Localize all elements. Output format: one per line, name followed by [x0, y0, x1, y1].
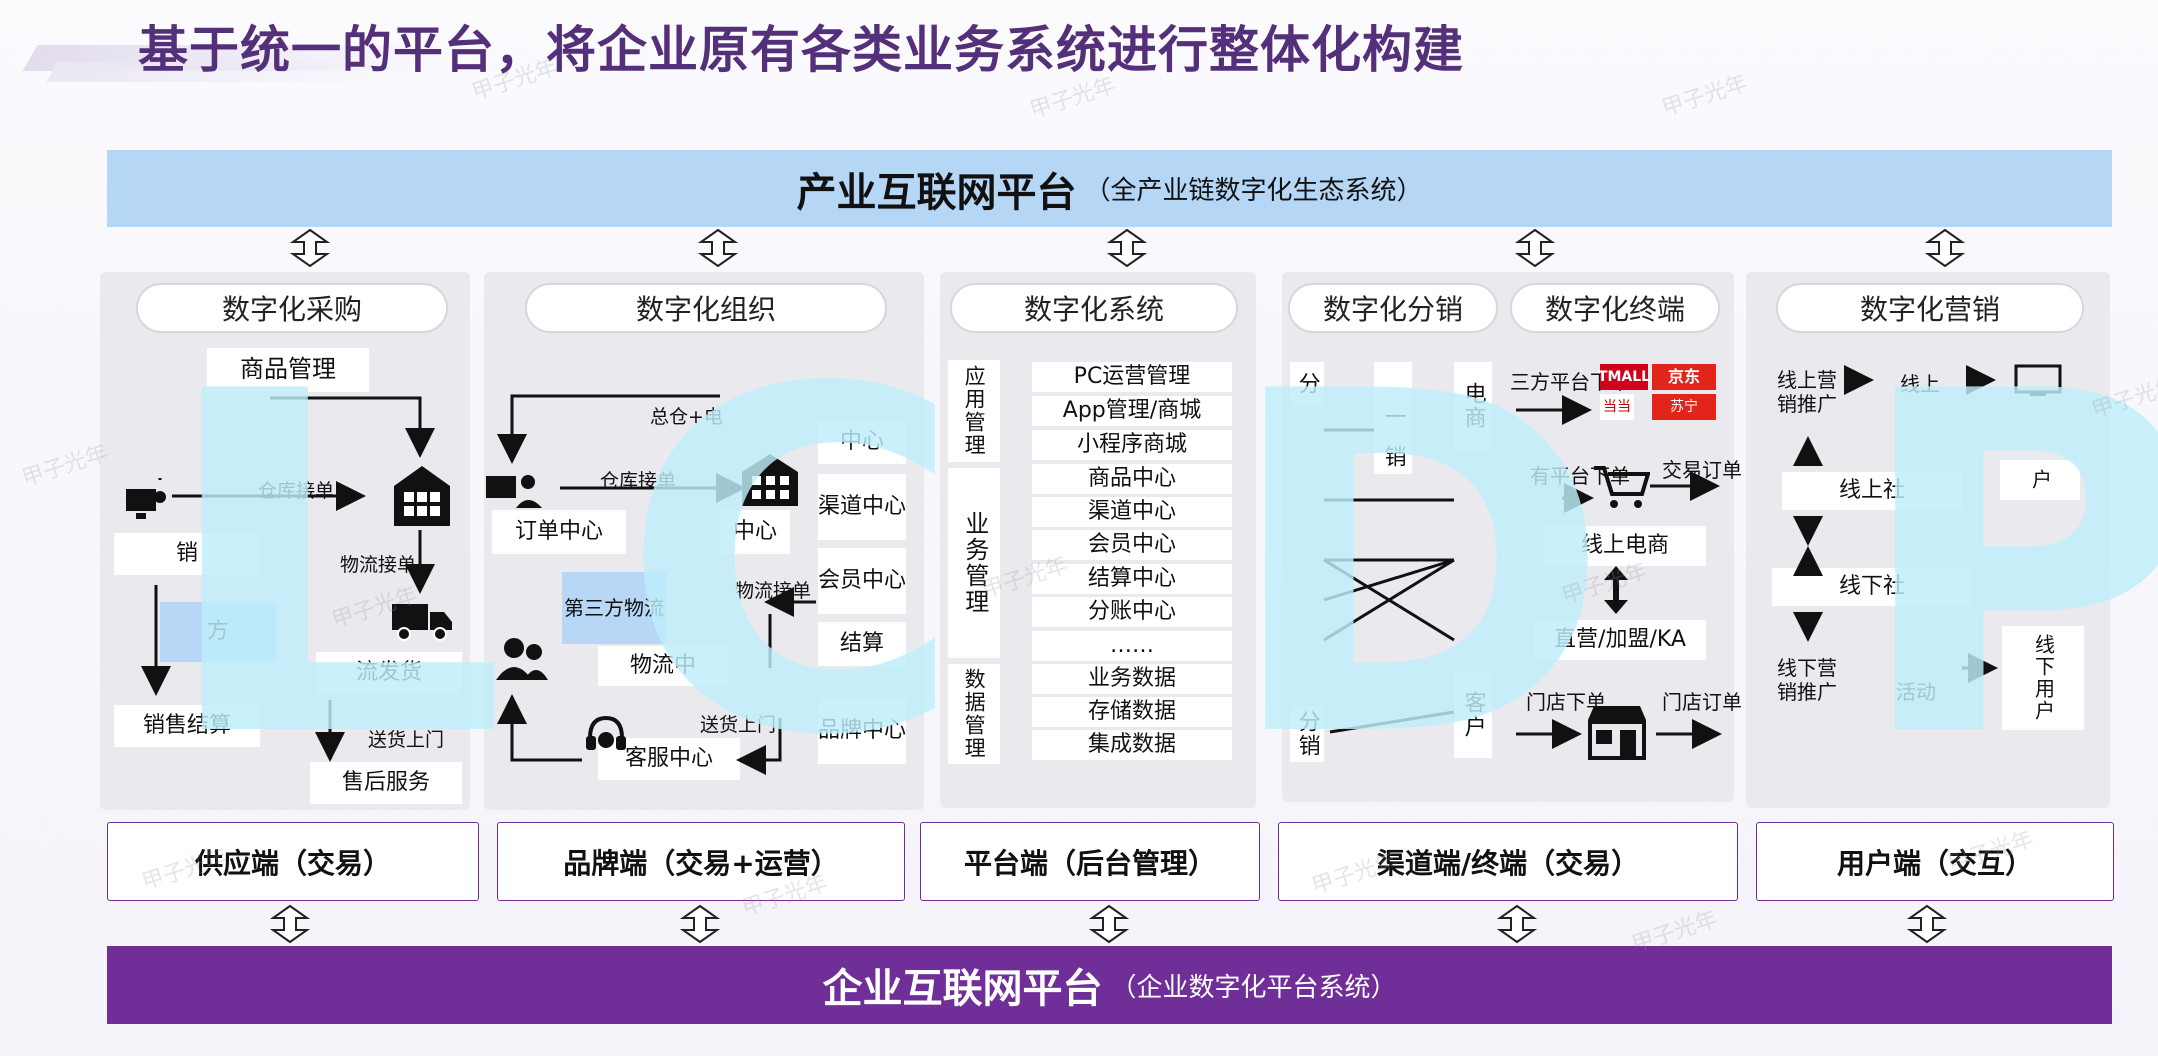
category-user: 用户端（交互）: [1756, 822, 2114, 901]
platform-header: 数字化系统: [950, 283, 1238, 333]
overlay-letter-l: L: [150, 293, 510, 840]
platform-item: App管理/商城: [1032, 396, 1232, 426]
double-arrow-icon: [1106, 228, 1148, 268]
category-channel: 渠道端/终端（交易）: [1278, 822, 1738, 901]
category-platform: 平台端（后台管理）: [920, 822, 1260, 901]
double-arrow-icon: [1906, 904, 1948, 944]
industry-platform-subtitle: （全产业链数字化生态系统）: [1084, 176, 1423, 206]
member-center-box: 会员中心: [818, 548, 906, 614]
distribution-label: 分销: [1290, 706, 1324, 762]
double-arrow-icon: [697, 228, 739, 268]
sales-settlement-box: 销售结算: [114, 705, 260, 747]
category-brand: 品牌端（交易+运营）: [497, 822, 905, 901]
industry-platform-bar: 产业互联网平台 （全产业链数字化生态系统）: [107, 150, 2112, 227]
application-management-label: 应用管理: [948, 360, 1000, 462]
business-management-label: 业务管理: [948, 468, 1000, 658]
overlay-letter-d: D: [1222, 293, 1613, 840]
offline-community-box: 线下社: [1772, 568, 1972, 606]
platform-item: 小程序商城: [1032, 430, 1232, 460]
brand-center-box: 品牌中心: [818, 698, 906, 764]
monitor-icon: [2014, 364, 2062, 396]
double-arrow-icon: [289, 228, 331, 268]
double-arrow-icon: [1088, 904, 1130, 944]
shopping-cart-icon: [1594, 466, 1650, 508]
double-arrow-icon: [269, 904, 311, 944]
platform-item: 会员中心: [1032, 530, 1232, 560]
overlay-letter-c: C: [620, 291, 965, 838]
double-arrow-icon: [1496, 904, 1538, 944]
sales-box: 销: [114, 533, 260, 575]
order-center-box: 订单中心: [492, 510, 626, 554]
store-trade-label: 门店订单: [1662, 690, 1742, 714]
suning-logo: 苏宁: [1652, 394, 1716, 420]
terminal-header: 数字化终端: [1510, 283, 1720, 333]
logistics-center-box: 物流中: [598, 646, 728, 686]
industry-platform-title: 产业互联网平台: [796, 169, 1077, 216]
tmall-logo: TMALL: [1598, 364, 1650, 390]
double-arrow-icon: [1924, 228, 1966, 268]
marketing-header: 数字化营销: [1776, 283, 2084, 333]
activity-label: 活动: [1896, 680, 1936, 704]
enterprise-platform-title: 企业互联网平台: [822, 966, 1103, 1012]
warehouse-icon: [394, 466, 450, 526]
distribution-label: 分: [1290, 362, 1324, 406]
platform-item: 结算中心: [1032, 564, 1232, 594]
logistics-delivery-box: 流发货: [316, 652, 462, 694]
platform-item: 分账中心: [1032, 597, 1232, 627]
data-management-label: 数据管理: [948, 664, 1000, 764]
door-delivery-label: 送货上门: [368, 729, 445, 751]
double-arrow-icon: [679, 904, 721, 944]
dangdang-logo: 当当: [1600, 394, 1634, 420]
platform-item: 商品中心: [1032, 464, 1232, 494]
ecommerce-label: 电商: [1454, 362, 1492, 450]
distribution-label: 销: [1374, 440, 1412, 474]
direct-franchise-ka-box: 直营/加盟/KA: [1534, 620, 1706, 660]
center-box: 中心: [720, 510, 790, 554]
store-icon: [1588, 706, 1646, 760]
warehouse-icon: [742, 454, 798, 506]
page-title: 基于统一的平台，将企业原有各类业务系统进行整体化构建: [138, 21, 1464, 79]
brand-header: 数字化组织: [525, 283, 887, 333]
third-party-logistics-box: 第三方物流: [562, 572, 666, 644]
enterprise-platform-subtitle: （企业数字化平台系统）: [1110, 972, 1397, 1003]
channel-center-box: 渠道中心: [818, 474, 906, 540]
platform-item: 渠道中心: [1032, 497, 1232, 527]
platform-item: 存储数据: [1032, 697, 1232, 727]
truck-icon: [392, 604, 452, 641]
third-party-box: 方: [160, 602, 276, 662]
platform-item: PC运营管理: [1032, 362, 1232, 392]
center-box: 中心: [818, 420, 906, 464]
settlement-box: 结算: [818, 622, 906, 666]
offline-user-box: 线下用户: [2002, 626, 2084, 730]
online-promotion-label: 线上营销推广: [1777, 368, 1837, 416]
customer-label: 客户: [1454, 672, 1492, 758]
online-community-box: 线上社: [1782, 472, 1962, 510]
distribution-header: 数字化分销: [1288, 283, 1498, 333]
logistics-order-label: 物流接单: [340, 554, 417, 576]
hq-warehouse-label: 总仓+电: [650, 406, 723, 428]
platform-item: 集成数据: [1032, 730, 1232, 760]
computer-user-icon: [486, 475, 542, 508]
product-management-box: 商品管理: [207, 348, 369, 392]
jd-logo: 京东: [1652, 364, 1716, 390]
double-arrow-icon: [1514, 228, 1556, 268]
after-sales-box: 售后服务: [310, 762, 462, 804]
online-ecommerce-box: 线上电商: [1544, 526, 1706, 566]
category-supply: 供应端（交易）: [107, 822, 479, 901]
overlay-letter-p: P: [1852, 293, 2158, 840]
supply-header: 数字化采购: [136, 283, 448, 333]
enterprise-platform-bar: 企业互联网平台 （企业数字化平台系统）: [107, 946, 2112, 1024]
online-label: 线上: [1900, 372, 1940, 396]
users-icon: [496, 638, 548, 680]
platform-item: ……: [1032, 631, 1232, 661]
door-delivery-label: 送货上门: [700, 714, 777, 736]
offline-promotion-label: 线下营销推广: [1777, 656, 1837, 704]
headset-icon: [586, 715, 626, 750]
platform-item: 业务数据: [1032, 664, 1232, 694]
user-box: 户: [2000, 460, 2080, 500]
computer-user-icon: [126, 489, 166, 519]
